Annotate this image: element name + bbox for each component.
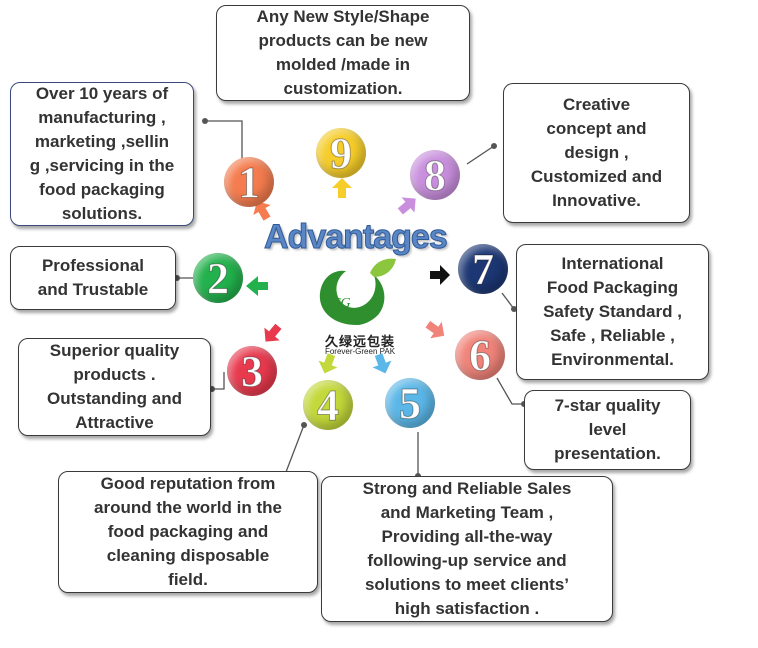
arrow-3-icon <box>264 323 282 342</box>
advantage-box-6: 7-star quality level presentation. <box>524 390 691 470</box>
number-circle-7: 7 <box>458 244 508 294</box>
advantage-box-4: Good reputation from around the world in… <box>58 471 318 593</box>
forever-green-logo: FG <box>319 258 396 325</box>
arrow-6-icon <box>425 320 445 339</box>
brand-english-name: Forever-Green PAK <box>324 347 396 356</box>
advantage-box-5: Strong and Reliable Sales and Marketing … <box>321 476 613 622</box>
arrow-8-icon <box>397 197 416 215</box>
number-circle-8: 8 <box>410 150 460 200</box>
number-circle-3: 3 <box>227 346 277 396</box>
advantage-box-2: Professional and Trustable <box>10 246 176 310</box>
number-circle-5: 5 <box>385 378 435 428</box>
arrow-2-icon <box>246 276 268 296</box>
arrow-4-icon <box>318 353 338 374</box>
arrow-5-icon <box>372 353 392 374</box>
number-circle-1: 1 <box>224 157 274 207</box>
advantage-box-8: Creative concept and design , Customized… <box>503 83 690 223</box>
diagram-title: Advantages <box>264 218 449 257</box>
logo-mark: FG <box>331 296 351 311</box>
advantage-box-1: Over 10 years of manufacturing , marketi… <box>10 82 194 226</box>
advantage-box-7: International Food Packaging Safety Stan… <box>516 244 709 380</box>
number-circle-2: 2 <box>193 253 243 303</box>
advantage-box-9: Any New Style/Shape products can be new … <box>216 5 470 101</box>
arrow-1-icon <box>253 201 271 221</box>
brand-chinese-name: 久绿远包装 <box>324 335 395 350</box>
number-circle-4: 4 <box>303 380 353 430</box>
number-circle-6: 6 <box>455 330 505 380</box>
advantage-box-3: Superior quality products . Outstanding … <box>18 338 211 436</box>
arrow-9-icon <box>332 178 352 198</box>
number-circle-9: 9 <box>316 128 366 178</box>
arrow-7-icon <box>430 265 450 285</box>
